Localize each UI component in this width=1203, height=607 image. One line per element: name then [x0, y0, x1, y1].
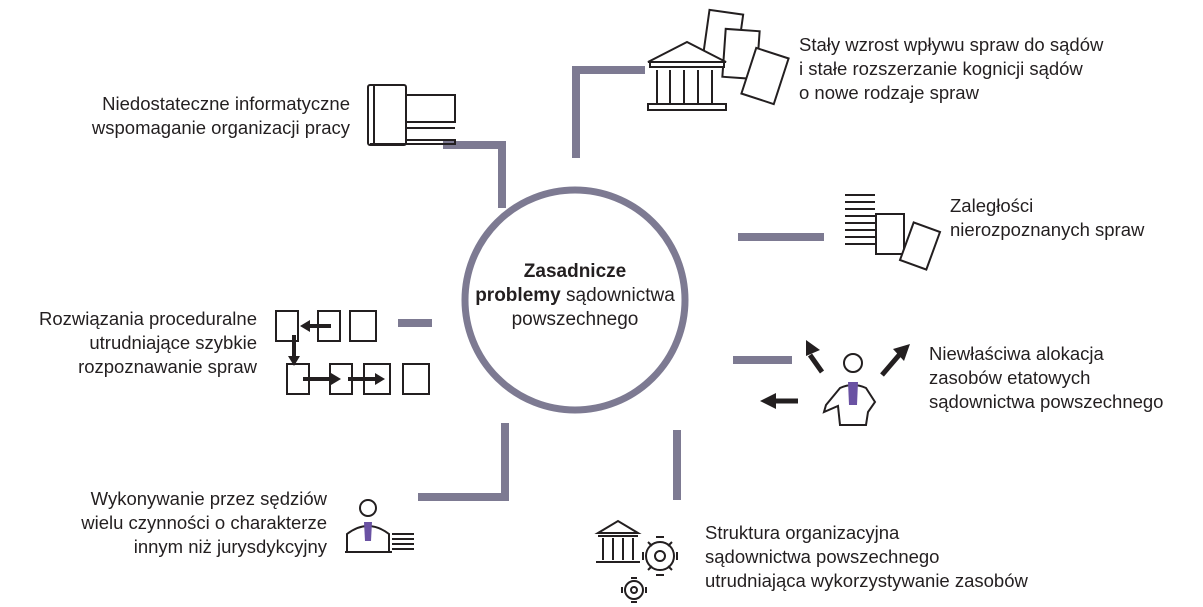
person-allocation-icon — [760, 340, 910, 426]
connector-informatics — [443, 141, 506, 208]
court-gears-icon — [594, 519, 678, 603]
center-title-line3: powszechnego — [511, 309, 639, 330]
connector-case-inflow — [572, 66, 645, 158]
judge-desk-icon — [345, 499, 414, 553]
label-case-inflow: Stały wzrost wpływu spraw do sądów i sta… — [799, 34, 1104, 103]
center-title-line1: Zasadnicze — [523, 261, 627, 282]
label-informatics: Niedostateczne informatyczne wspomaganie… — [91, 93, 350, 138]
label-staff-allocation: Niewłaściwa alokacja zasobów etatowych s… — [929, 343, 1164, 412]
central-circle — [461, 186, 689, 414]
label-non-judicial-tasks: Wykonywanie przez sędziów wielu czynnośc… — [81, 488, 327, 557]
center-title: Zasadnicze problemy sądownictwa powszech… — [470, 260, 680, 332]
connector-non-judicial — [418, 423, 509, 501]
label-procedural: Rozwiązania proceduralne utrudniające sz… — [38, 308, 257, 377]
label-backlog: Zaległości nierozpoznanych spraw — [950, 195, 1145, 240]
book-icon — [367, 84, 456, 146]
procedure-arrowheads — [288, 320, 385, 385]
procedure-flow-icon — [275, 310, 430, 395]
label-org-structure: Struktura organizacyjna sądownictwa pows… — [705, 522, 1028, 591]
center-title-rest: sądownictwa — [560, 285, 675, 306]
center-title-bold: problemy — [475, 285, 561, 306]
documents-icon — [845, 194, 942, 271]
court-documents-icon — [647, 8, 790, 111]
